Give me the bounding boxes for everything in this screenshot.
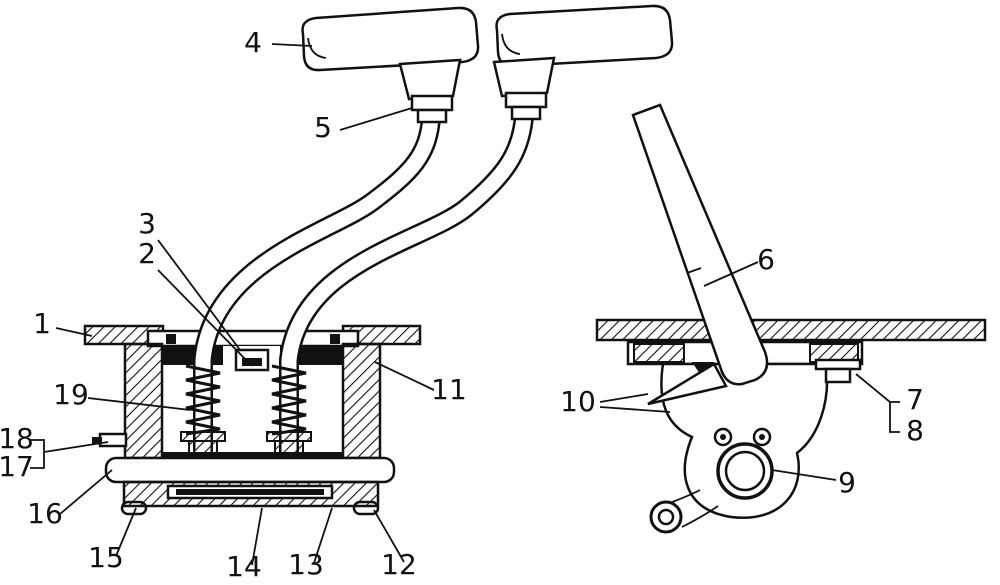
- leader-lines: [30, 43, 900, 566]
- callout-10: 10: [560, 385, 596, 418]
- callout-6: 6: [757, 243, 775, 276]
- spring-right: [271, 364, 307, 436]
- seal-strip: [163, 452, 343, 458]
- callout-7: 7: [906, 383, 924, 416]
- control-shaft-right: [279, 114, 534, 452]
- callout-9: 9: [838, 466, 856, 499]
- callout-13: 13: [288, 548, 324, 581]
- spring-seats: [180, 431, 312, 454]
- callout-19: 19: [53, 378, 89, 411]
- handle-stem-left: [398, 58, 462, 124]
- bracket-bolts: [713, 427, 772, 447]
- callout-18: 18: [0, 422, 34, 455]
- detent-wedge: [647, 362, 728, 406]
- pivot-bushing: [716, 442, 774, 500]
- callout-16: 16: [27, 497, 63, 530]
- side-bolt: [814, 358, 862, 384]
- housing-walls: [123, 342, 382, 460]
- mounting-plate-left: [83, 324, 422, 346]
- callout-5: 5: [314, 111, 332, 144]
- callout-14: 14: [226, 550, 262, 583]
- callout-8: 8: [906, 414, 924, 447]
- bottom-flange: [120, 480, 380, 516]
- mounting-plate-right: [595, 318, 987, 342]
- lower-bar: [104, 456, 396, 484]
- callout-11: 11: [431, 373, 467, 406]
- lower-arm: [649, 489, 719, 534]
- callout-4: 4: [244, 26, 262, 59]
- callout-3: 3: [138, 207, 156, 240]
- control-shaft-left: [193, 116, 441, 452]
- spring-left: [185, 364, 221, 436]
- callout-2: 2: [138, 237, 156, 270]
- callout-12: 12: [381, 548, 417, 581]
- callout-1: 1: [33, 307, 51, 340]
- housing-cover: [146, 329, 360, 348]
- lever: [631, 103, 769, 386]
- handle-stem-right: [492, 56, 556, 121]
- callout-15: 15: [88, 541, 124, 574]
- pivot-bracket: [660, 362, 829, 519]
- callout-17: 17: [0, 450, 34, 483]
- handle-right: [495, 4, 674, 68]
- handle-left: [301, 6, 480, 72]
